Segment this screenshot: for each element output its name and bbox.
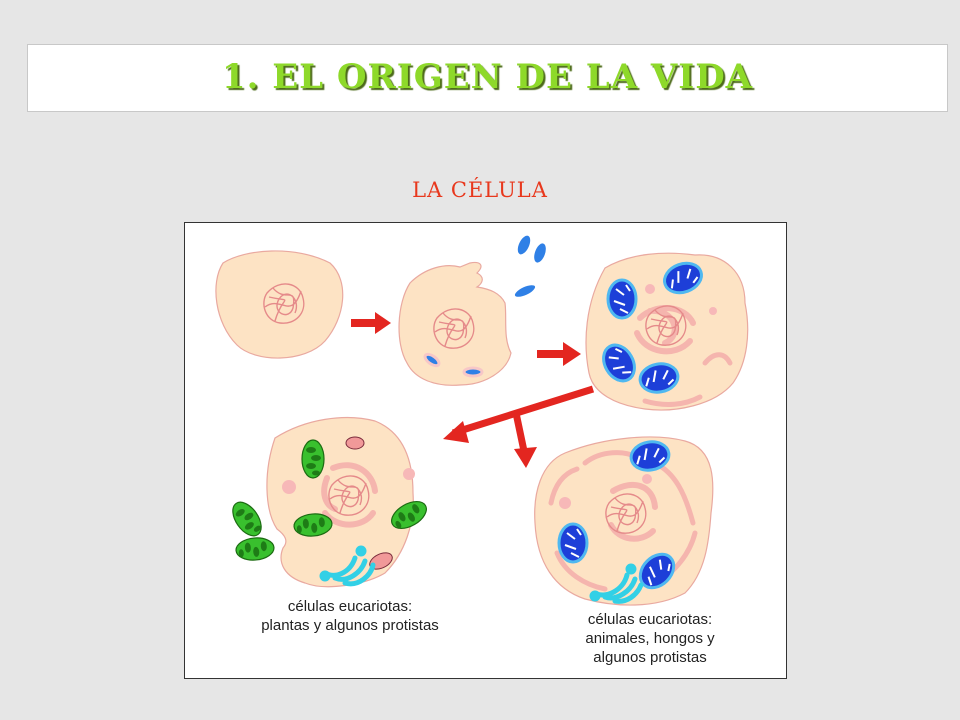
chloroplast-icon	[301, 439, 325, 479]
cell-evolution-figure: células eucariotas: plantas y algunos pr…	[184, 222, 787, 679]
caption-plant-line2: plantas y algunos protistas	[261, 617, 439, 634]
caption-animal-line1: células eucariotas:	[587, 611, 713, 628]
title-box: 1. EL ORIGEN DE LA VIDA	[27, 44, 948, 112]
cell-animal	[534, 436, 714, 606]
arrow-right-1	[351, 312, 391, 334]
cell-engulfing	[398, 235, 546, 386]
golgi-icon	[589, 563, 644, 604]
caption-animal-line3: algunos protistas	[593, 649, 707, 666]
caption-animal-line2: animales, hongos y	[585, 630, 715, 647]
chloroplast-icon	[234, 535, 276, 563]
arrow-right-2	[537, 342, 581, 366]
arrow-branching	[443, 385, 595, 468]
slide-title: 1. EL ORIGEN DE LA VIDA	[221, 57, 754, 97]
cell-with-mitochondria	[585, 252, 749, 411]
cell-diagram	[215, 235, 749, 606]
caption-animal-cells: células eucariotas: animales, hongos y a…	[555, 610, 745, 667]
mitochondrion-icon	[606, 278, 638, 320]
cell-early	[215, 250, 344, 359]
cell-plant	[226, 416, 432, 588]
caption-plant-line1: células eucariotas:	[287, 598, 413, 615]
golgi-icon	[319, 545, 376, 587]
caption-plant-cells: células eucariotas: plantas y algunos pr…	[245, 597, 455, 635]
mitochondrion-icon	[557, 522, 589, 564]
chloroplast-icon	[226, 496, 268, 542]
slide-subtitle: LA CÉLULA	[412, 178, 548, 202]
